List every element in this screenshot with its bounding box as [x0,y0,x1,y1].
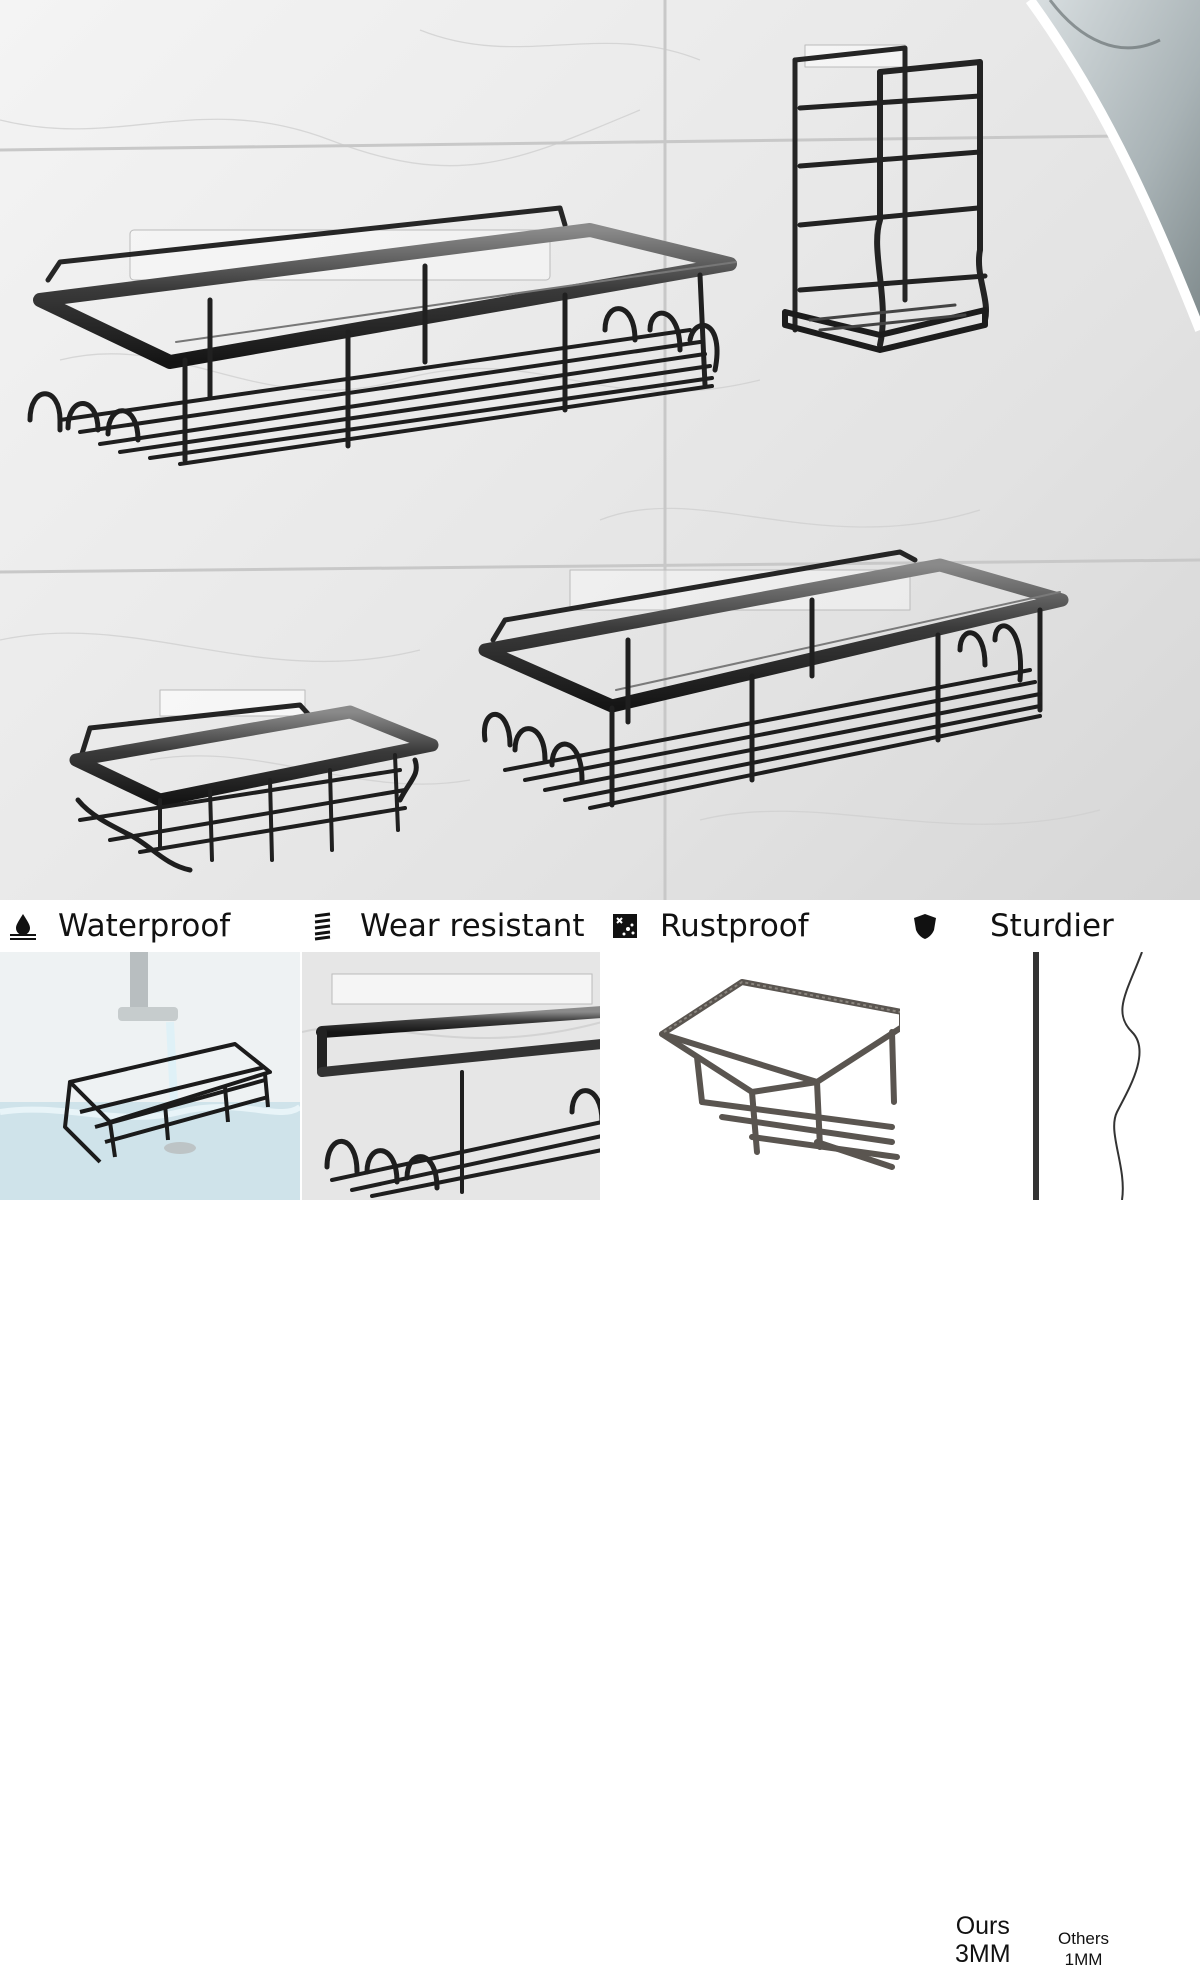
rust-icon [610,911,640,941]
rustproof-photo [602,952,900,1200]
others-thickness-label: Others 1MM [1058,1928,1110,1970]
feature-label: Wear resistant [360,908,585,944]
tile-grout [0,0,1200,900]
ours-thickness-label: Ours 3MM [955,1912,1011,1968]
tall-shower-caddy [782,44,989,353]
feature-panel-waterproof: Waterproof [0,900,300,1200]
thickness-comparison [902,952,1200,1200]
hero-photo [0,0,1200,900]
feature-panel-rustproof: Rustproof [600,900,900,1200]
feature-label: Sturdier [990,908,1114,944]
hero-scene [0,0,1200,900]
ours-value: 3MM [955,1940,1011,1968]
feature-header: Wear resistant [302,900,600,952]
others-value: 1MM [1064,1950,1103,1969]
feature-panel-sturdier: Sturdier [900,900,1200,1200]
others-label: Others [1058,1929,1110,1948]
feature-header: Rustproof [602,900,900,952]
feature-strip: Waterproof [0,900,1200,1970]
feature-header: Waterproof [0,900,300,952]
thin-wire-others [1113,952,1143,1200]
water-drop-icon [8,911,38,941]
small-soap-rack [69,689,439,873]
feature-panel-wear-resistant: Wear resistant [300,900,600,1200]
ours-label: Ours [955,1912,1010,1940]
feature-label: Waterproof [58,908,231,944]
shield-icon [910,911,940,941]
feature-label: Rustproof [660,908,809,944]
thick-wire-ours [1033,952,1039,1200]
wear-resistant-photo [302,952,600,1200]
mirror [1025,0,1200,332]
waterproof-photo [0,952,300,1200]
stripes-icon [310,911,340,941]
medium-shower-caddy [478,549,1069,810]
large-shower-caddy [27,205,737,466]
feature-header: Sturdier [902,900,1200,952]
